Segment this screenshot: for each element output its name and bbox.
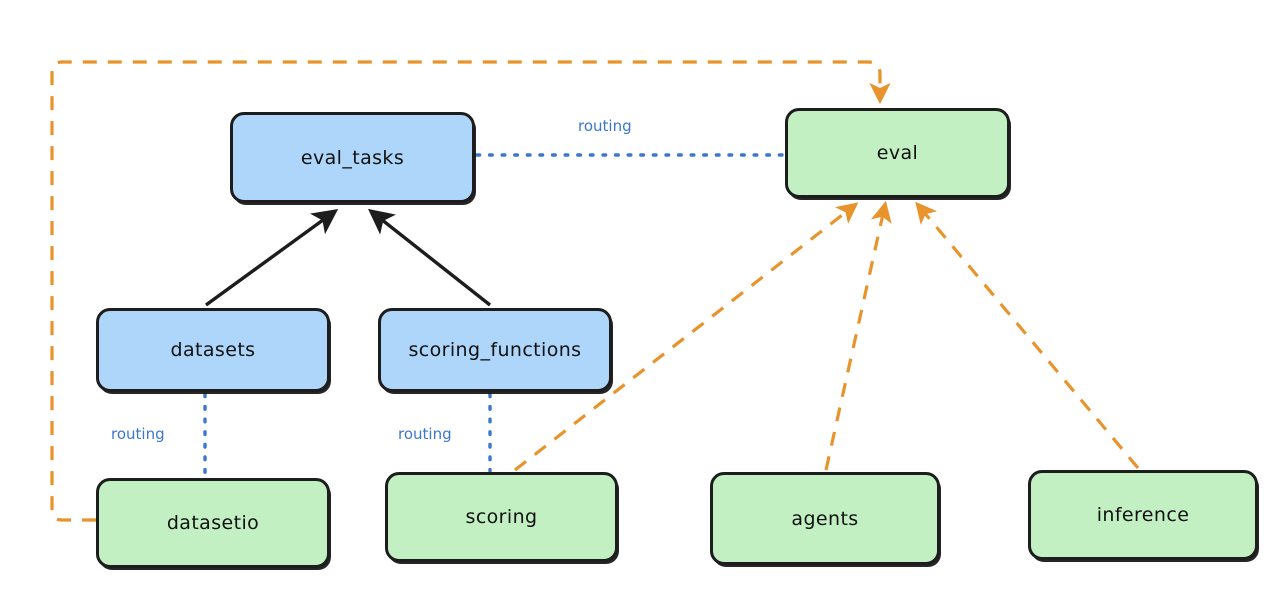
node-datasets[interactable]: datasets bbox=[96, 308, 330, 392]
node-label: scoring_functions bbox=[408, 339, 582, 361]
node-eval[interactable]: eval bbox=[785, 108, 1010, 198]
edge-label-routing-scoring-functions-to-scoring: routing bbox=[398, 425, 452, 443]
edge-label-routing-datasets-to-datasetio: routing bbox=[111, 425, 165, 443]
node-label: scoring bbox=[465, 506, 538, 528]
node-scoring[interactable]: scoring bbox=[385, 472, 618, 562]
edge-agents-to-eval bbox=[824, 200, 892, 471]
node-inference[interactable]: inference bbox=[1028, 470, 1258, 560]
edge-datasets-to-eval_tasks bbox=[205, 209, 339, 307]
node-label: datasets bbox=[170, 339, 256, 361]
node-agents[interactable]: agents bbox=[710, 472, 940, 565]
node-scoring-functions[interactable]: scoring_functions bbox=[378, 308, 612, 392]
node-label: eval bbox=[876, 142, 919, 164]
edge-inference-to-eval bbox=[915, 201, 1140, 470]
edge-label-routing-eval-tasks-to-eval: routing bbox=[578, 117, 632, 135]
node-label: datasetio bbox=[166, 512, 260, 534]
edge-scoring-to-eval bbox=[514, 202, 859, 472]
edge-scoring_functions-to-eval_tasks bbox=[367, 208, 492, 307]
node-label: inference bbox=[1096, 504, 1190, 526]
node-label: agents bbox=[791, 507, 859, 530]
node-datasetio[interactable]: datasetio bbox=[96, 478, 330, 568]
node-label: eval_tasks bbox=[300, 146, 405, 169]
node-eval-tasks[interactable]: eval_tasks bbox=[230, 112, 475, 203]
